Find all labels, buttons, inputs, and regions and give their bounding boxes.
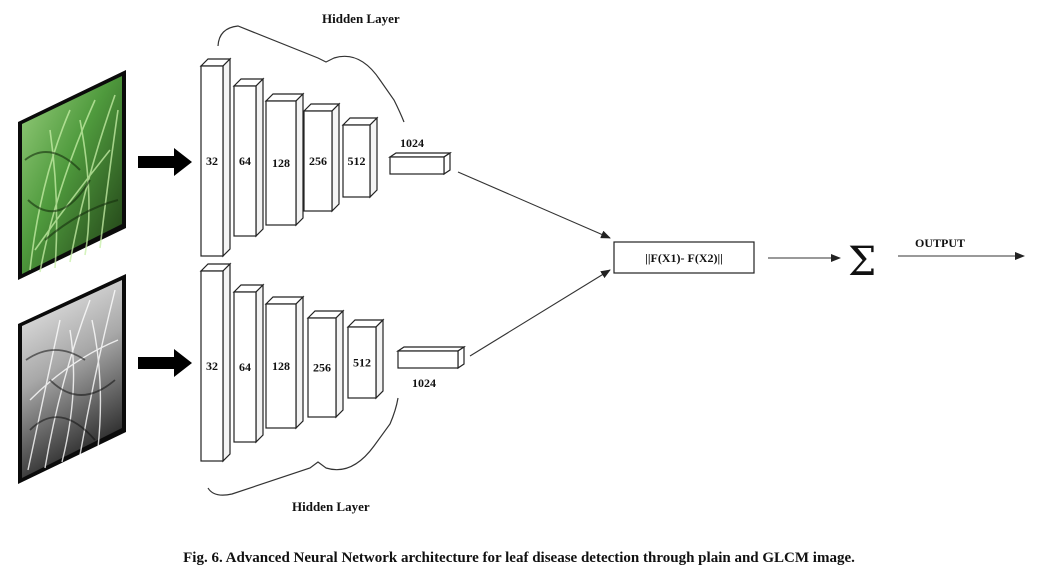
distance-label: ||F(X1)- F(X2)|| bbox=[645, 251, 723, 265]
top-branch-layer-label-1: 32 bbox=[206, 154, 218, 168]
top-branch-layer-3: 128 bbox=[264, 92, 305, 227]
top-dense-label: 1024 bbox=[400, 136, 424, 150]
bottom-branch-layer-label-3: 128 bbox=[272, 359, 290, 373]
bottom-branch-layer-label-5: 512 bbox=[353, 356, 371, 370]
bottom-branch-layers: 32 64 128 256 512 bbox=[199, 262, 385, 463]
top-dense-layer bbox=[388, 151, 452, 176]
bottom-branch-layer-label-2: 64 bbox=[239, 360, 251, 374]
bottom-branch-layer-label-4: 256 bbox=[313, 361, 331, 375]
bottom-hidden-layer-brace bbox=[207, 397, 399, 496]
top-branch-layer-1: 32 bbox=[199, 57, 232, 258]
bottom-branch-layer-2: 64 bbox=[232, 283, 265, 444]
bottom-hidden-layer-label: Hidden Layer bbox=[292, 499, 370, 514]
bottom-branch-layer-3: 128 bbox=[264, 295, 305, 430]
top-branch-layer-label-2: 64 bbox=[239, 154, 251, 168]
bottom-branch-layer-5: 512 bbox=[346, 318, 385, 400]
top-branch-layer-label-4: 256 bbox=[309, 154, 327, 168]
bottom-branch-layer-4: 256 bbox=[306, 309, 345, 419]
top-hidden-layer-label: Hidden Layer bbox=[322, 11, 400, 26]
top-branch-layer-label-3: 128 bbox=[272, 156, 290, 170]
input-arrow-top bbox=[138, 148, 192, 176]
input-arrow-bottom bbox=[138, 349, 192, 377]
bottom-dense-layer bbox=[396, 345, 466, 370]
top-branch-layer-label-5: 512 bbox=[348, 154, 366, 168]
figure-caption: Fig. 6. Advanced Neural Network architec… bbox=[183, 550, 855, 566]
top-hidden-layer-brace bbox=[217, 25, 405, 123]
top-branch-layer-2: 64 bbox=[232, 77, 265, 238]
sum-symbol: Σ bbox=[848, 239, 876, 285]
bottom-branch-layer-label-1: 32 bbox=[206, 359, 218, 373]
plain-leaf-image bbox=[18, 70, 126, 280]
output-label: OUTPUT bbox=[915, 236, 965, 250]
top-branch-layer-4: 256 bbox=[302, 102, 341, 213]
bottom-to-distance-arrow bbox=[469, 269, 611, 357]
top-branch-layer-5: 512 bbox=[341, 116, 379, 199]
glcm-leaf-image bbox=[18, 274, 126, 484]
distance-box bbox=[613, 241, 755, 274]
bottom-dense-label: 1024 bbox=[412, 376, 436, 390]
bottom-branch-layer-1: 32 bbox=[199, 262, 232, 463]
top-branch-layers: 32 64 128 256 512 bbox=[199, 57, 379, 258]
top-to-distance-arrow bbox=[457, 171, 611, 239]
